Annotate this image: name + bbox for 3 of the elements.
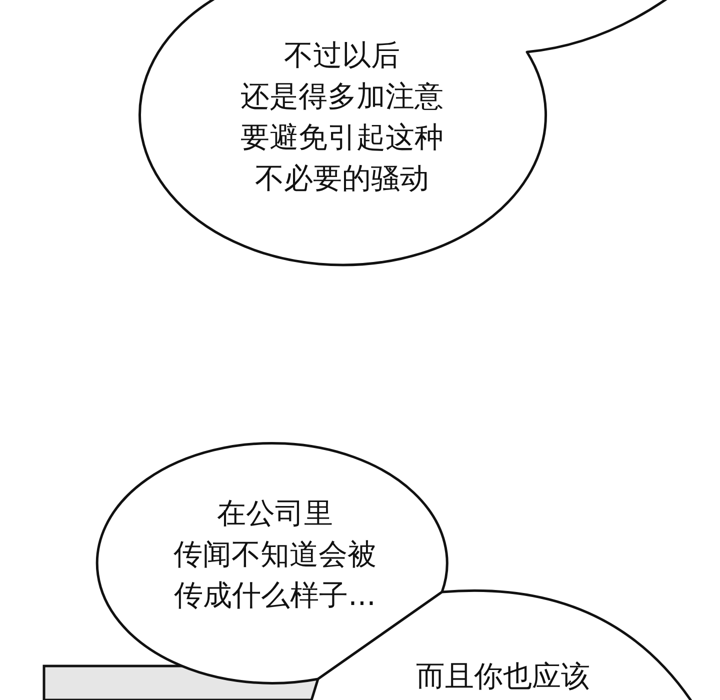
dialogue-text: 而且你也应该 [416,658,590,695]
dialogue-text: 不过以后还是得多加注意要避免引起这种不必要的骚动 [240,37,444,197]
dialogue-text: 在公司里传闻不知道会被传成什么样子... [174,495,376,614]
